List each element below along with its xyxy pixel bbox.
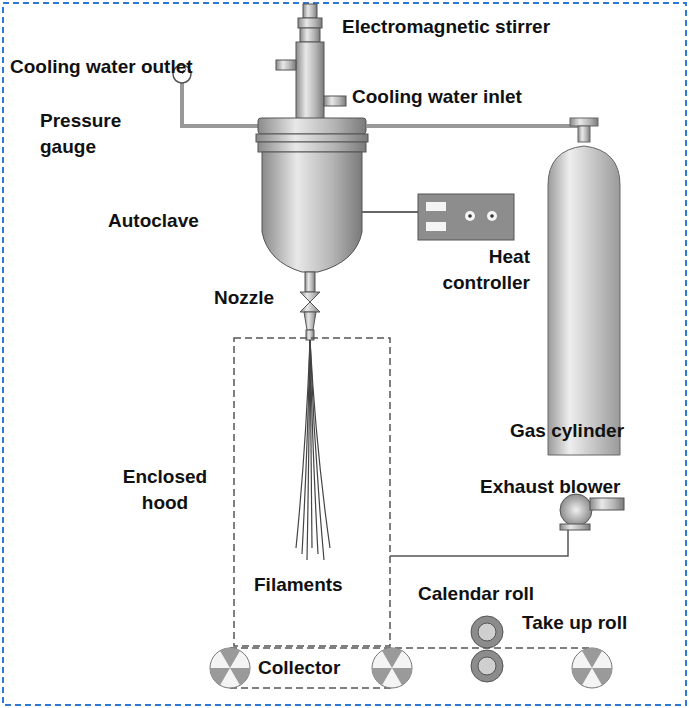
part-label: Collector: [258, 655, 340, 681]
stirrer: [276, 4, 346, 120]
collector-belt: [230, 648, 592, 688]
part-label: Gas cylinder: [510, 418, 624, 444]
exhaust-blower: [390, 494, 624, 556]
part-label: Pressure gauge: [40, 108, 140, 160]
filament-line: [307, 340, 310, 560]
filaments: [296, 340, 330, 560]
rollers: [210, 648, 612, 688]
part-label: Nozzle: [214, 285, 274, 311]
calendar-roll: [471, 616, 503, 682]
autoclave: [256, 118, 368, 292]
heat-controller: [362, 194, 514, 240]
part-label: Cooling water inlet: [352, 84, 522, 110]
part-label: Calendar roll: [418, 581, 534, 607]
filament-line: [310, 340, 330, 548]
frame-border: [3, 3, 686, 705]
roller-wheel: [210, 648, 250, 688]
roller-wheel: [572, 648, 612, 688]
gas-cylinder: [366, 118, 620, 455]
part-label: Enclosed hood: [100, 464, 230, 516]
part-label: Autoclave: [108, 208, 199, 234]
part-label: Exhaust blower: [480, 474, 620, 500]
roller-wheel: [372, 648, 412, 688]
enclosed-hood: [234, 338, 390, 646]
part-label: Heat controller: [405, 244, 530, 296]
part-label: Electromagnetic stirrer: [342, 14, 550, 40]
nozzle-valve: [300, 292, 320, 340]
part-label: Cooling water outlet: [10, 54, 193, 80]
part-label: Take up roll: [522, 610, 627, 636]
part-label: Filaments: [254, 572, 343, 598]
